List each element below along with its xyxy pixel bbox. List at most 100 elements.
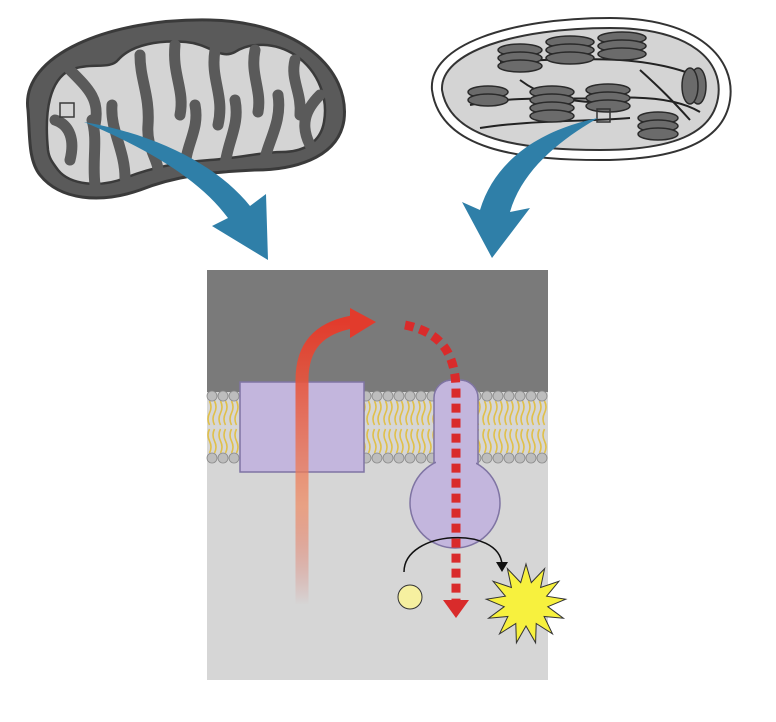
lipid-tail [515, 428, 520, 454]
lipid-tail [504, 428, 509, 454]
lipid-tail [207, 400, 212, 426]
lipid-tail [218, 400, 223, 426]
granum [585, 83, 631, 113]
lipid-tail [421, 428, 426, 454]
mito-zoom-arrow [84, 122, 268, 260]
lipid-tail [520, 400, 525, 426]
lipid-tail [394, 428, 399, 454]
lipid-tail [223, 400, 228, 426]
mito-zoom-box [59, 102, 75, 118]
lipid-head [382, 390, 394, 402]
lipid-tail [218, 428, 223, 454]
lipid-tail [531, 400, 536, 426]
lipid-tail [421, 400, 426, 426]
lipid-tail [234, 428, 239, 454]
reaction-arrowhead [496, 562, 508, 572]
lipid-tail [399, 400, 404, 426]
lipid-tail [531, 428, 536, 454]
lipid-tail [537, 400, 542, 426]
lipid-head [371, 452, 383, 464]
lipid-tail [366, 428, 371, 454]
lipid-tail [487, 400, 492, 426]
lipid-tail [416, 400, 421, 426]
mitochondrion-icon [26, 18, 346, 200]
lipid-head [514, 390, 526, 402]
lipid-tail [416, 428, 421, 454]
lipid-tail [493, 428, 498, 454]
lipid-tail [366, 400, 371, 426]
lipid-head [481, 452, 493, 464]
lipid-tail [493, 400, 498, 426]
lipid-head [415, 390, 427, 402]
lipid-tail [377, 428, 382, 454]
lipid-tail [427, 400, 432, 426]
granum [497, 43, 543, 73]
lipid-tail [526, 428, 531, 454]
lipid-tail [229, 400, 234, 426]
lipid-tail [482, 428, 487, 454]
lipid-tail [234, 400, 239, 426]
lipid-tail [383, 400, 388, 426]
lipid-head [514, 452, 526, 464]
lipid-head [404, 390, 416, 402]
lipid-tail [498, 400, 503, 426]
lipid-tail [229, 428, 234, 454]
lipid-head [206, 452, 218, 464]
lipid-tail [223, 428, 228, 454]
lipid-tail [509, 428, 514, 454]
granum [467, 85, 509, 107]
lipid-tail [399, 428, 404, 454]
lipid-tail [212, 400, 217, 426]
chloroplast-icon [430, 16, 732, 162]
lipid-tail [504, 400, 509, 426]
lipid-head [217, 452, 229, 464]
lipid-head [503, 390, 515, 402]
granum [545, 35, 595, 65]
lipid-tail [372, 400, 377, 426]
lipid-head [393, 390, 405, 402]
lipid-head [525, 452, 537, 464]
lipid-tail [410, 400, 415, 426]
proton-flow-arrowhead [443, 600, 469, 618]
lipid-tail [526, 400, 531, 426]
lipid-head [206, 390, 218, 402]
lipid-tail [377, 400, 382, 426]
zoom-arrows [84, 118, 598, 260]
membrane-panel [206, 270, 568, 680]
lipid-head [371, 390, 383, 402]
lipid-tail [372, 428, 377, 454]
adp-circle [397, 584, 423, 610]
lipid-tail [537, 428, 542, 454]
granum [681, 67, 707, 105]
atp-star [484, 562, 568, 645]
lipid-head [536, 390, 548, 402]
atp-synthase [409, 379, 501, 549]
lipid-head [492, 452, 504, 464]
lipid-head [217, 390, 229, 402]
lipid-tail [388, 400, 393, 426]
lipid-tail [410, 428, 415, 454]
proton-pump-arrowhead [350, 308, 376, 338]
lipid-head [382, 452, 394, 464]
lipid-tail [427, 428, 432, 454]
lipid-head [536, 452, 548, 464]
lipid-tail [405, 400, 410, 426]
lipid-head [228, 452, 240, 464]
granum [637, 111, 679, 141]
lipid-tail [482, 400, 487, 426]
lipid-head [503, 452, 515, 464]
lipid-tail [498, 428, 503, 454]
lipid-head [492, 390, 504, 402]
mitochondrion [26, 18, 346, 200]
granum [597, 31, 647, 61]
chloroplast [430, 16, 732, 162]
proton-flow-arrow [404, 320, 461, 600]
lipid-tail [405, 428, 410, 454]
chloro-zoom-box [596, 108, 611, 123]
inner-compartment [207, 270, 548, 392]
lipid-tail [388, 428, 393, 454]
lipid-tail [542, 428, 547, 454]
lipid-head [228, 390, 240, 402]
granum [529, 85, 575, 123]
lipid-tail [487, 428, 492, 454]
